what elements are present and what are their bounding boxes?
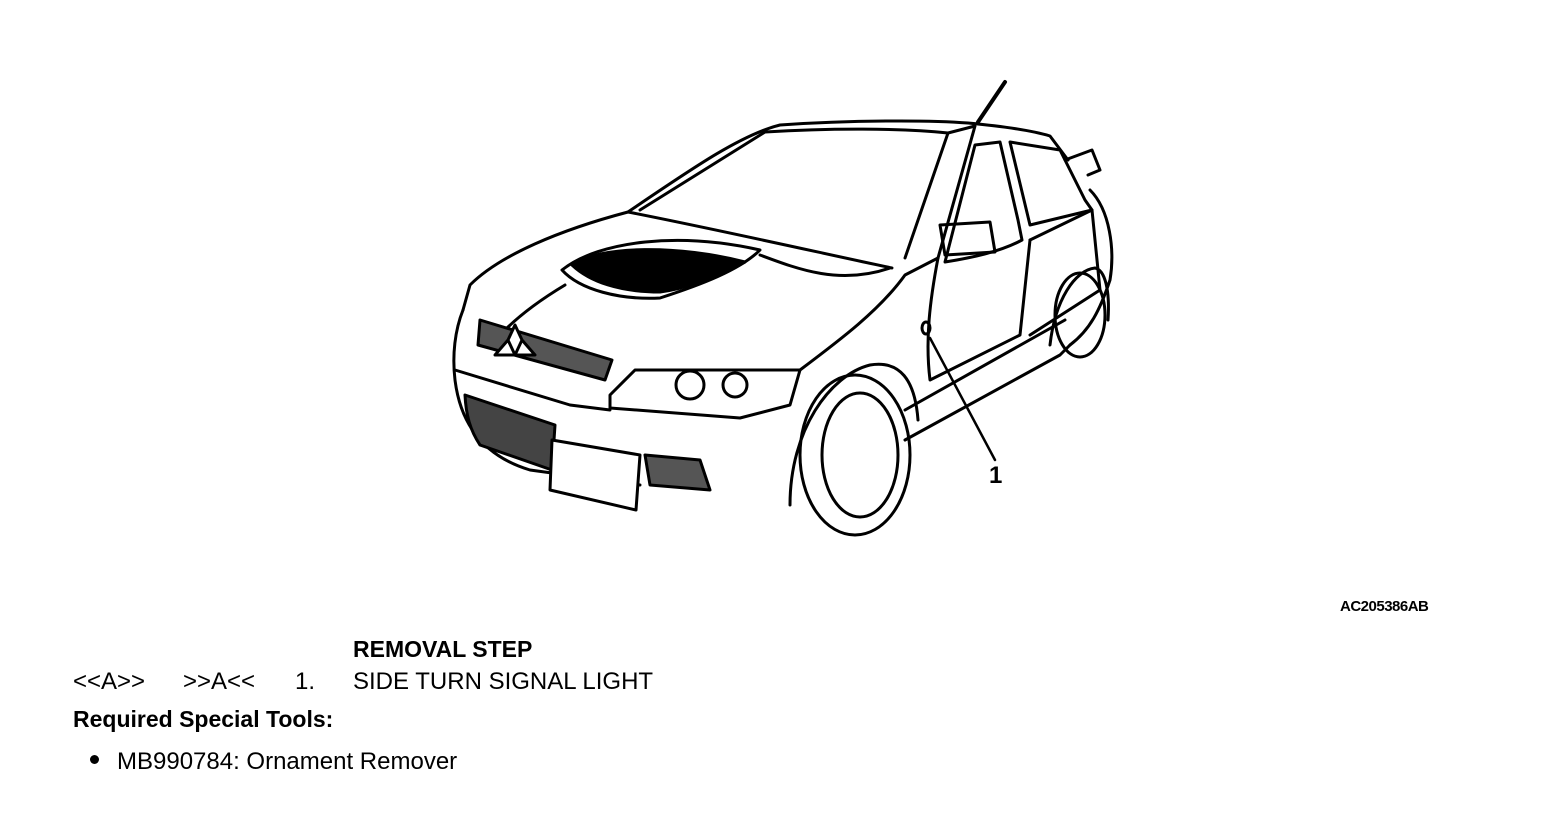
hood-crease-left [503, 283, 567, 332]
front-face [452, 308, 642, 487]
headlight-lens-2 [721, 371, 749, 399]
mirror [938, 220, 997, 257]
callout-number: 1 [989, 462, 1003, 489]
callout-leader-line [928, 336, 997, 462]
headlight-lens-1 [674, 369, 706, 401]
spoiler [1063, 148, 1102, 177]
emblem [493, 323, 537, 357]
roof-outline [626, 119, 1070, 214]
front-rim [820, 391, 900, 519]
special-tool-item: MB990784: Ornament Remover [90, 748, 457, 776]
hood-crease-right [758, 253, 892, 278]
figure-code: AC205386AB [1340, 598, 1429, 615]
special-tools-heading: Required Special Tools: [73, 706, 334, 732]
rear-quarter [1068, 188, 1114, 347]
license-plate [548, 438, 642, 512]
bumper-line [453, 368, 612, 412]
a-pillar [936, 124, 977, 260]
hood-scoop [570, 248, 747, 294]
tool-text: MB990784: Ornament Remover [117, 748, 458, 775]
step-name: SIDE TURN SIGNAL LIGHT [353, 668, 654, 695]
door-front [926, 238, 1032, 382]
step-number: 1. [295, 668, 316, 695]
side-sill [903, 343, 1072, 442]
removal-service-mark: <<A>> [73, 668, 146, 695]
bullet-icon [90, 755, 99, 765]
installation-service-mark: >>A<< [183, 668, 256, 695]
antenna [976, 80, 1007, 124]
front-fender [798, 256, 940, 372]
windshield [638, 127, 950, 260]
rear-wheel-arch [1048, 266, 1110, 347]
front-tire [798, 373, 912, 537]
removal-step-heading: REMOVAL STEP [353, 636, 533, 662]
door-rear [1028, 208, 1102, 337]
lower-grille [463, 393, 557, 472]
side-window-front [943, 140, 1024, 264]
car-illustration [452, 80, 1114, 537]
hood-rear-edge [626, 210, 894, 270]
side-window-rear [1008, 140, 1094, 227]
hood-outline [461, 210, 630, 312]
fog-intake [643, 453, 712, 492]
side-turn-signal-light [920, 320, 932, 336]
rear-tire [1053, 271, 1107, 359]
front-wheel-arch [788, 362, 920, 507]
body-side-line [903, 318, 1067, 412]
headlight [608, 368, 802, 420]
